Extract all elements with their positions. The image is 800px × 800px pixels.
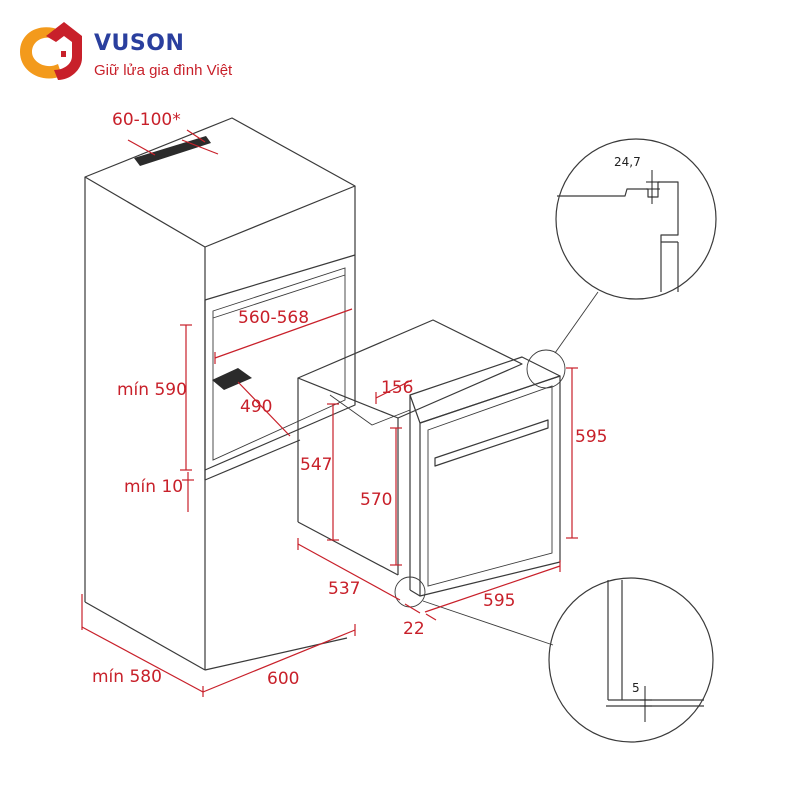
door-thickness-label: 22 <box>403 619 425 639</box>
brand-name: VUSON <box>94 31 184 56</box>
oven <box>297 319 561 597</box>
detail-bottom <box>394 576 714 743</box>
bottom-detail-label: 5 <box>632 681 640 695</box>
cabinet-width-label: 600 <box>267 669 299 689</box>
oven-height-label: 595 <box>575 427 607 447</box>
oven-top-step-label: 156 <box>381 378 413 398</box>
dimension-lines <box>81 129 578 697</box>
ventilation-dimension-label: 60-100* <box>112 110 181 130</box>
niche-bottom-vent <box>212 368 252 390</box>
brand-tagline: Giữ lửa gia đình Việt <box>94 62 233 79</box>
detail-top <box>526 138 717 389</box>
cabinet-depth-label: mín 580 <box>92 667 162 687</box>
niche-width-label: 560-568 <box>238 308 309 328</box>
oven-body-height-label: 547 <box>300 455 332 475</box>
tall-cabinet <box>84 117 356 671</box>
oven-depth-label: 537 <box>328 579 360 599</box>
oven-front-height-label: 570 <box>360 490 392 510</box>
niche-depth-label: 490 <box>240 397 272 417</box>
niche-min-height-label: mín 590 <box>117 380 187 400</box>
vuson-logo <box>20 22 82 80</box>
ventilation-slot <box>134 136 211 166</box>
top-detail-label: 24,7 <box>614 155 641 169</box>
bottom-gap-label: mín 10 <box>124 477 183 497</box>
oven-width-label: 595 <box>483 591 515 611</box>
